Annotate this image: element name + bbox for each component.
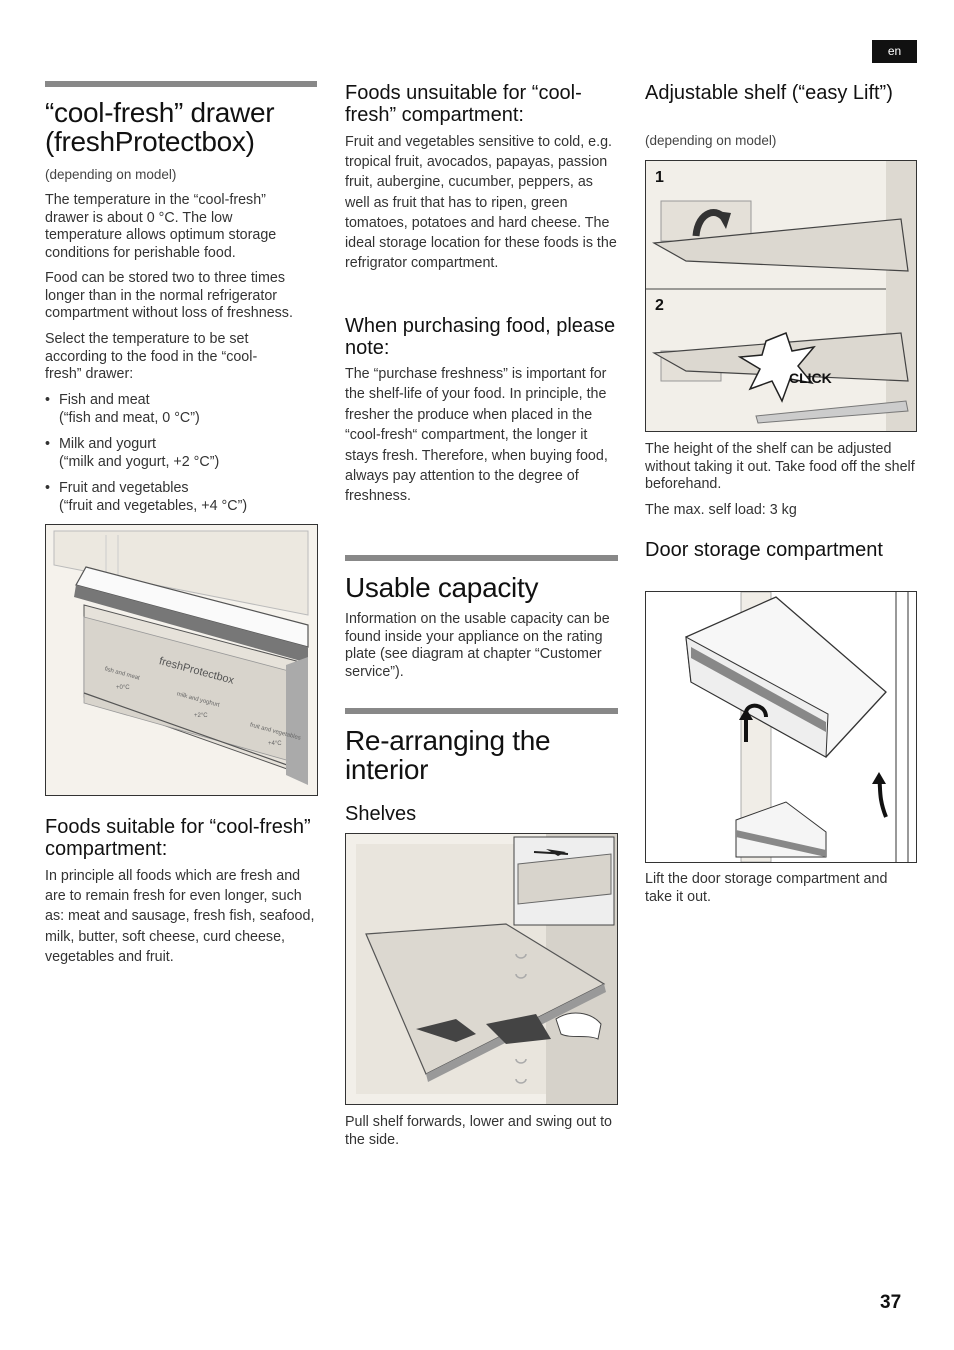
drawer-paragraph-3: Select the temperature to be set accordi…: [45, 331, 258, 382]
usable-capacity-text: Information on the usable capacity can b…: [345, 611, 610, 680]
adjustable-depending-note: (depending on model): [645, 133, 777, 148]
suitable-text: In principle all foods which are fresh a…: [45, 868, 315, 965]
shelves-heading: Shelves: [345, 803, 417, 825]
usable-capacity-heading: Usable capacity: [345, 572, 539, 603]
purchasing-heading: When purchasing food, please note:: [345, 315, 616, 359]
drawer-depending-note: (depending on model): [45, 167, 177, 182]
drawer-milk-temp: +2°C: [194, 713, 208, 719]
shelves-caption: Pull shelf forwards, lower and swing out…: [345, 1114, 613, 1148]
adjustable-shelf-heading: Adjustable shelf (“easy Lift”): [645, 82, 893, 104]
door-storage-caption: Lift the door storage compartment and ta…: [645, 871, 888, 905]
section-rule: [345, 708, 618, 714]
suitable-heading: Foods suitable for “cool-fresh” compartm…: [45, 816, 311, 860]
purchasing-text: The “purchase freshness” is important fo…: [345, 366, 608, 505]
page-number: 37: [880, 1292, 902, 1313]
list-item: Milk and yogurt(“milk and yogurt, +2 °C”…: [45, 436, 319, 471]
max-load-text: The max. self load: 3 kg: [645, 502, 797, 518]
drawer-fish-temp: +0°C: [116, 685, 130, 691]
list-item: Fish and meat(“fish and meat, 0 °C”): [45, 392, 319, 427]
door-storage-illustration: [645, 591, 917, 863]
unsuitable-heading: Foods unsuitable for “cool-fresh” compar…: [345, 82, 582, 126]
drawer-illustration: freshProtectbox fish and meat +0°C milk …: [45, 524, 318, 796]
language-badge: en: [872, 40, 917, 63]
drawer-fruit-temp: +4°C: [268, 741, 282, 747]
door-storage-heading: Door storage compartment: [645, 539, 883, 561]
drawer-paragraph-2: Food can be stored two to three times lo…: [45, 270, 293, 321]
step-2-label: 2: [655, 297, 664, 314]
section-rule: [345, 555, 618, 561]
temperature-list: Fish and meat(“fish and meat, 0 °C”) Mil…: [45, 392, 319, 524]
drawer-heading: “cool-fresh” drawer (freshProtectbox): [45, 97, 275, 157]
drawer-paragraph-1: The temperature in the “cool-fresh” draw…: [45, 192, 277, 261]
easy-lift-illustration: 1 2 CLICK: [645, 160, 917, 432]
unsuitable-text: Fruit and vegetables sensitive to cold, …: [345, 134, 617, 272]
list-item: Fruit and vegetables(“fruit and vegetabl…: [45, 480, 319, 515]
shelf-illustration: [345, 833, 618, 1105]
adjustable-text: The height of the shelf can be adjusted …: [645, 441, 915, 492]
rearrange-heading: Re-arranging the interior: [345, 725, 551, 785]
step-1-label: 1: [655, 169, 664, 186]
click-label: CLICK: [789, 370, 832, 386]
section-rule: [45, 81, 317, 87]
